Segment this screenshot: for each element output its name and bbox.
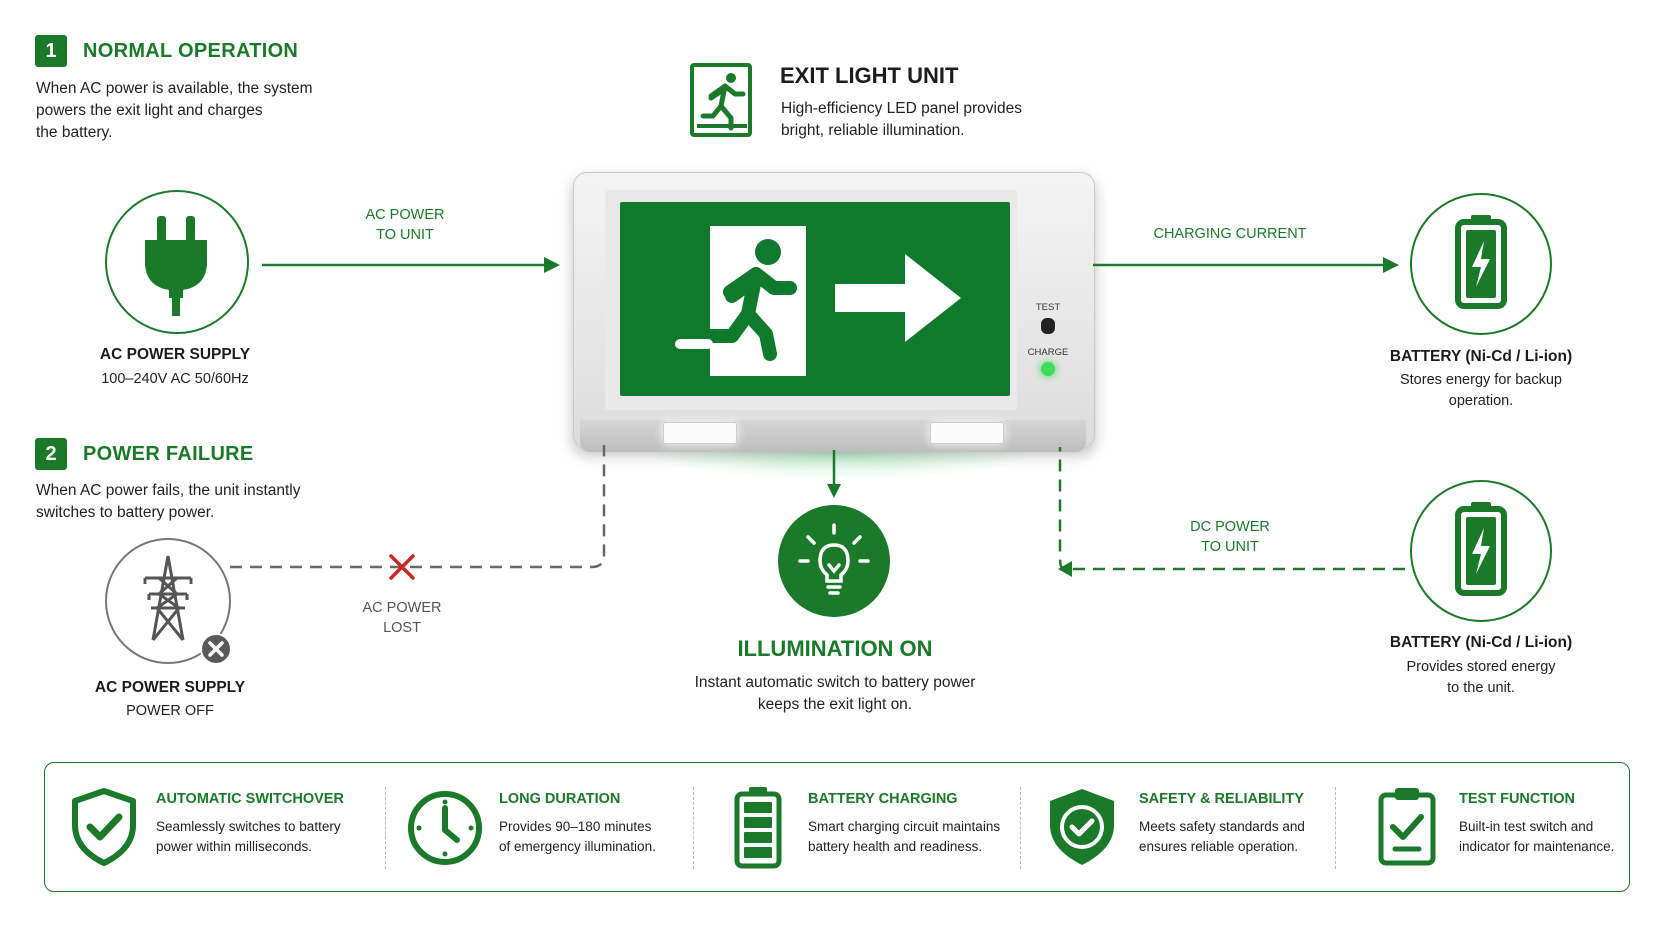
dc-power-to-unit-label: DC POWER TO UNIT <box>1190 519 1270 555</box>
features-panel: AUTOMATIC SWITCHOVER Seamlessly switches… <box>44 762 1630 892</box>
feature-title: SAFETY & RELIABILITY <box>1139 791 1304 807</box>
feature-title: TEST FUNCTION <box>1459 791 1575 807</box>
failure-cross-icon <box>389 554 415 580</box>
power-failure-title: POWER FAILURE <box>83 443 254 465</box>
power-tower-icon <box>143 555 193 641</box>
section-1-number: 1 <box>35 35 67 67</box>
illumination-description: Instant automatic switch to battery powe… <box>694 674 976 713</box>
badge-check-icon <box>1050 789 1114 865</box>
battery-charging-icon <box>1454 214 1507 309</box>
battery-icon <box>734 787 782 869</box>
illumination-title: ILLUMINATION ON <box>737 636 933 661</box>
battery-charging-description: Stores energy for backup operation. <box>1399 372 1562 409</box>
power-off-x-icon <box>200 633 232 665</box>
ac-supply-title: AC POWER SUPPLY <box>99 346 251 363</box>
feature-divider <box>1335 787 1336 869</box>
ac-off-title: AC POWER SUPPLY <box>94 679 246 696</box>
charging-current-label: CHARGING CURRENT <box>1153 226 1307 242</box>
ac-power-arrow <box>262 257 560 273</box>
battery-supply-title: BATTERY (Ni-Cd / Li-ion) <box>1389 634 1573 651</box>
dc-power-dashed-arrow <box>1058 447 1405 577</box>
feature-description: Built-in test switch and indicator for m… <box>1459 819 1615 854</box>
feature-title: AUTOMATIC SWITCHOVER <box>156 791 344 807</box>
ac-off-status: POWER OFF <box>126 703 214 719</box>
test-button[interactable] <box>1041 318 1055 334</box>
charging-current-arrow <box>1093 257 1399 273</box>
feature-long-duration: LONG DURATION Provides 90–180 minutes of… <box>387 763 687 893</box>
charge-label: CHARGE <box>1027 347 1069 358</box>
feature-test-function: TEST FUNCTION Built-in test switch and i… <box>1337 763 1627 893</box>
battery-supply-icon <box>1454 501 1507 596</box>
illumination-circle <box>778 505 890 617</box>
battery-circle-supply <box>1410 480 1552 622</box>
normal-operation-description: When AC power is available, the system p… <box>36 80 313 141</box>
normal-operation-title: NORMAL OPERATION <box>83 40 299 62</box>
clipboard-check-icon <box>1378 788 1436 866</box>
exit-light-unit-description: High-efficiency LED panel provides brigh… <box>781 100 1022 139</box>
feature-safety-reliability: SAFETY & RELIABILITY Meets safety standa… <box>1022 763 1322 893</box>
battery-supply-description: Provides stored energy to the unit. <box>1406 659 1556 696</box>
feature-description: Seamlessly switches to battery power wit… <box>156 819 341 854</box>
plug-icon <box>144 215 207 316</box>
ac-supply-spec: 100–240V AC 50/60Hz <box>101 371 249 387</box>
shield-check-icon <box>72 788 136 866</box>
clock-icon <box>408 791 482 865</box>
feature-description: Provides 90–180 minutes of emergency ill… <box>499 819 656 854</box>
exit-arrow-right-icon <box>835 254 961 342</box>
light-bulb-icon <box>798 523 870 595</box>
running-man-icon <box>675 226 806 376</box>
power-failure-description: When AC power fails, the unit instantly … <box>36 482 301 521</box>
feature-description: Meets safety standards and ensures relia… <box>1139 819 1305 854</box>
battery-circle-charging <box>1410 193 1552 335</box>
exit-light-unit-title: EXIT LIGHT UNIT <box>780 63 959 88</box>
exit-sign-housing-bottom <box>580 420 1086 452</box>
ac-power-lost-label: AC POWER LOST <box>362 600 442 636</box>
feature-title: LONG DURATION <box>499 791 621 807</box>
charge-indicator-led <box>1041 362 1055 376</box>
emergency-lamp-left <box>663 422 737 444</box>
battery-charging-title: BATTERY (Ni-Cd / Li-ion) <box>1389 348 1573 365</box>
exit-door-icon <box>690 63 752 137</box>
feature-divider <box>385 787 386 869</box>
unit-to-illumination-arrow <box>827 450 841 498</box>
exit-sign-panel <box>620 202 1010 396</box>
ac-off-circle <box>105 538 232 665</box>
feature-title: BATTERY CHARGING <box>808 791 958 807</box>
ac-power-lost-line <box>230 445 606 569</box>
ac-power-to-unit-label: AC POWER TO UNIT <box>365 207 445 243</box>
feature-divider <box>693 787 694 869</box>
ac-supply-circle <box>105 190 249 334</box>
feature-automatic-switchover: AUTOMATIC SWITCHOVER Seamlessly switches… <box>45 763 385 893</box>
section-2-number: 2 <box>35 438 67 470</box>
emergency-lamp-right <box>930 422 1004 444</box>
feature-divider <box>1020 787 1021 869</box>
feature-battery-charging: BATTERY CHARGING Smart charging circuit … <box>695 763 1000 893</box>
feature-description: Smart charging circuit maintains battery… <box>808 819 1001 854</box>
test-label: TEST <box>1035 302 1061 313</box>
